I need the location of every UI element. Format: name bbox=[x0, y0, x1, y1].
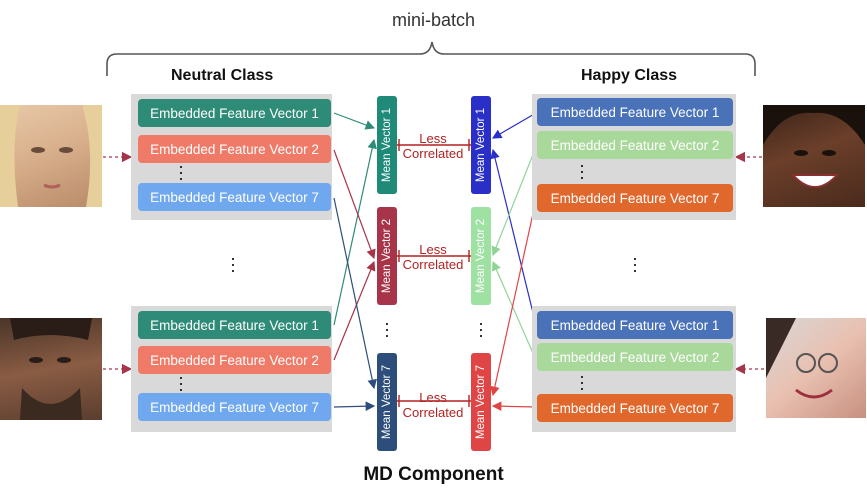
vertical-ellipsis: ··· bbox=[178, 156, 184, 188]
vertical-ellipsis: ··· bbox=[632, 248, 638, 280]
happy-feature-vector-2: Embedded Feature Vector 2 bbox=[537, 131, 733, 159]
vertical-ellipsis: ··· bbox=[579, 366, 585, 398]
happy-mean-vector-2: Mean Vector 2 bbox=[471, 207, 491, 305]
face-illustration bbox=[766, 318, 838, 399]
face-illustration bbox=[0, 105, 102, 207]
vertical-ellipsis: ··· bbox=[230, 248, 236, 280]
neutral-feature-vector-2: Embedded Feature Vector 2 bbox=[138, 135, 331, 163]
md-component-title: MD Component bbox=[363, 464, 504, 485]
happy-feature-vector-2: Embedded Feature Vector 2 bbox=[537, 343, 733, 371]
happy-mean-vector-1: Mean Vector 1 bbox=[471, 96, 491, 194]
happy-feature-vector-7: Embedded Feature Vector 7 bbox=[537, 184, 733, 212]
neutral-face-image-1 bbox=[0, 105, 102, 207]
happy-class-title: Happy Class bbox=[581, 67, 678, 84]
happy-face-image-2 bbox=[766, 318, 866, 418]
mini-batch-brace bbox=[106, 41, 756, 76]
neutral-feature-vector-1: Embedded Feature Vector 1 bbox=[138, 311, 331, 339]
neutral-mean-vector-1: Mean Vector 1 bbox=[377, 96, 397, 194]
happy-mean-vector-7: Mean Vector 7 bbox=[471, 353, 491, 451]
neutral-class-title: Neutral Class bbox=[171, 67, 274, 84]
mean-vector-label: Mean Vector 2 bbox=[475, 218, 487, 294]
mini-batch-label: mini-batch bbox=[391, 10, 476, 30]
face-illustration bbox=[763, 105, 865, 188]
happy-face-image-1 bbox=[763, 105, 865, 207]
mean-vector-label: Mean Vector 7 bbox=[475, 364, 487, 440]
mean-vector-label: Mean Vector 1 bbox=[475, 107, 487, 183]
vertical-ellipsis: ··· bbox=[579, 155, 585, 187]
happy-feature-vector-7: Embedded Feature Vector 7 bbox=[537, 394, 733, 422]
neutral-face-image-2 bbox=[0, 318, 102, 420]
neutral-feature-vector-7: Embedded Feature Vector 7 bbox=[138, 183, 331, 211]
neutral-mean-vector-7: Mean Vector 7 bbox=[377, 353, 397, 451]
happy-feature-vector-1: Embedded Feature Vector 1 bbox=[537, 98, 733, 126]
neutral-feature-vector-1: Embedded Feature Vector 1 bbox=[138, 99, 331, 127]
vertical-ellipsis: ··· bbox=[478, 313, 484, 345]
happy-feature-vector-1: Embedded Feature Vector 1 bbox=[537, 311, 733, 339]
vertical-ellipsis: ··· bbox=[178, 367, 184, 399]
mean-vector-label: Mean Vector 1 bbox=[381, 107, 393, 183]
neutral-feature-vector-2: Embedded Feature Vector 2 bbox=[138, 346, 331, 374]
neutral-mean-vector-2: Mean Vector 2 bbox=[377, 207, 397, 305]
face-illustration bbox=[10, 318, 92, 420]
neutral-feature-vector-7: Embedded Feature Vector 7 bbox=[138, 393, 331, 421]
vertical-ellipsis: ··· bbox=[384, 313, 390, 345]
mean-vector-label: Mean Vector 2 bbox=[381, 218, 393, 294]
mean-vector-label: Mean Vector 7 bbox=[381, 364, 393, 440]
